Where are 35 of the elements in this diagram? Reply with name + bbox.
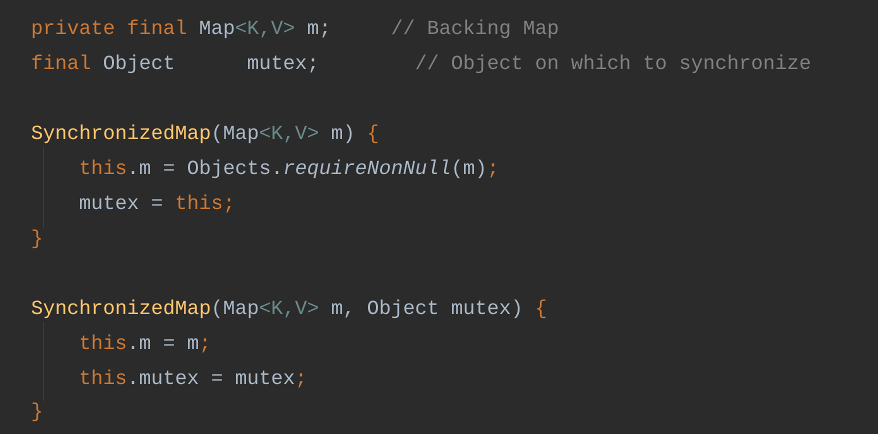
- code-token: this: [79, 158, 128, 182]
- code-token: <K,V>: [235, 18, 296, 42]
- code-token: .m = Objects.: [127, 158, 284, 182]
- code-token: {: [535, 298, 548, 322]
- code-token: private final: [31, 18, 188, 42]
- code-token: this: [79, 333, 128, 357]
- code-token: this;: [175, 193, 236, 217]
- code-token: requireNonNull: [283, 158, 452, 182]
- code-token: Object mutex): [367, 298, 524, 322]
- code-token: Map: [199, 18, 236, 42]
- code-token: }: [31, 401, 44, 425]
- code-token: SynchronizedMap: [31, 123, 212, 147]
- code-token: ;: [295, 368, 308, 392]
- code-token: Object: [103, 53, 176, 77]
- code-token: (Map: [211, 123, 260, 147]
- code-token: {: [367, 123, 380, 147]
- code-token: m): [331, 123, 356, 147]
- code-token: m;: [307, 18, 332, 42]
- code-token: (Map: [211, 298, 260, 322]
- code-token: // Backing Map: [391, 18, 560, 42]
- code-token: mutex;: [247, 53, 320, 77]
- code-token: <K,V>: [259, 123, 320, 147]
- code-token: // Object on which to synchronize: [415, 53, 812, 77]
- code-token: .m = m: [127, 333, 200, 357]
- code-token: .mutex = mutex: [127, 368, 296, 392]
- code-token: <K,V>: [259, 298, 320, 322]
- code-token: SynchronizedMap: [31, 298, 212, 322]
- code-token: this: [79, 368, 128, 392]
- code-token: ;: [199, 333, 212, 357]
- code-token: (m): [451, 158, 488, 182]
- code-token: m,: [331, 298, 356, 322]
- code-token: final: [31, 53, 92, 77]
- code-token: mutex =: [79, 193, 164, 217]
- code-token: ;: [487, 158, 500, 182]
- code-token: }: [31, 228, 44, 252]
